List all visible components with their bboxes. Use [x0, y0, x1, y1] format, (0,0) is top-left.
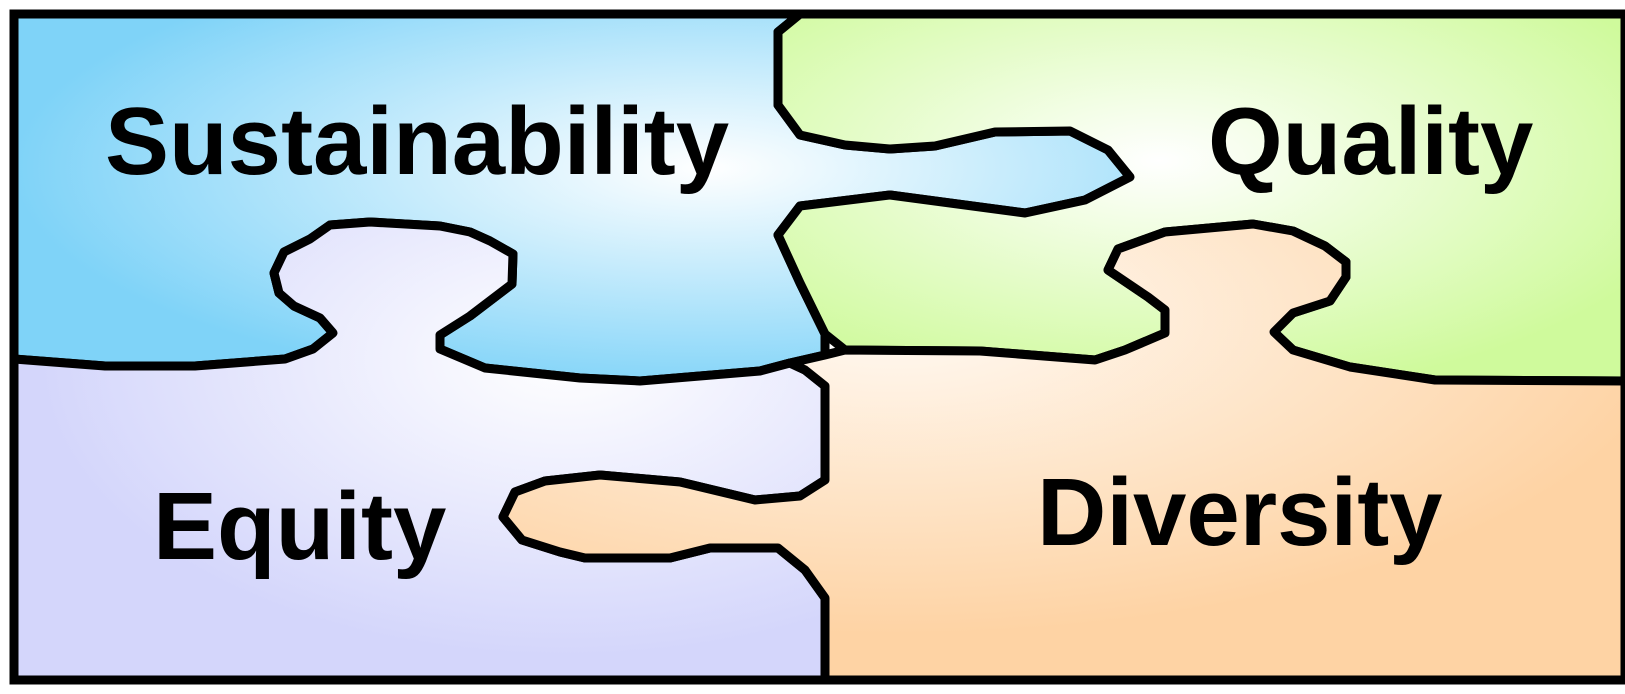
- label-sustainability: Sustainability: [105, 88, 729, 195]
- label-quality: Quality: [1208, 88, 1533, 195]
- puzzle-piece-diversity: [498, 219, 1625, 685]
- puzzle-frame: [9, 9, 1625, 685]
- label-diversity: Diversity: [1037, 459, 1443, 566]
- label-equity: Equity: [153, 473, 446, 580]
